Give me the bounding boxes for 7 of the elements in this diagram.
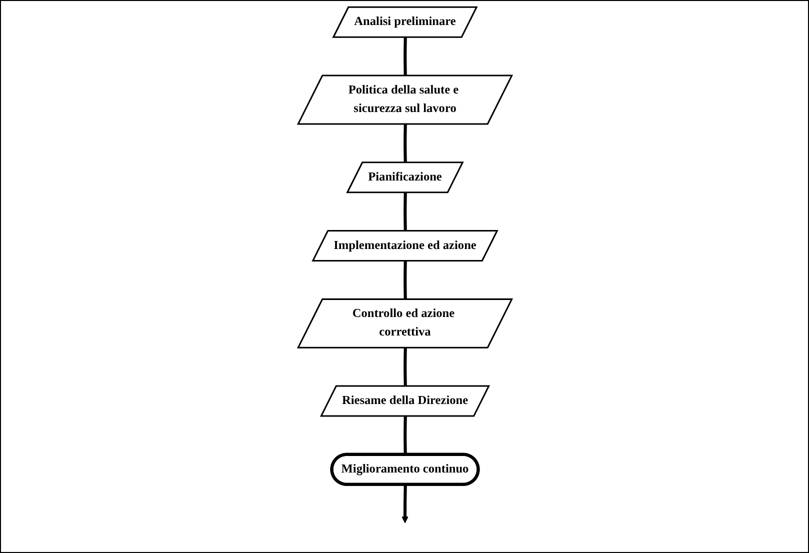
arrow xyxy=(401,484,408,524)
connector xyxy=(403,37,406,76)
connector xyxy=(403,124,406,163)
connector xyxy=(403,416,406,455)
connector xyxy=(403,261,406,300)
connector xyxy=(403,192,406,232)
connector xyxy=(403,348,406,386)
